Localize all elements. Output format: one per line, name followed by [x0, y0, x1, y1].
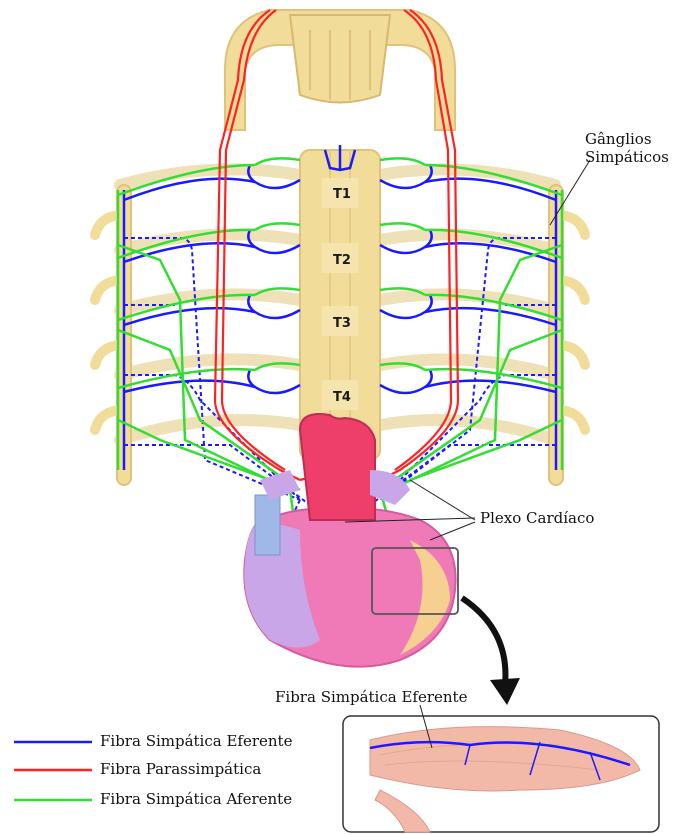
zoom-arrow — [462, 598, 520, 705]
legend-swatches — [14, 742, 92, 800]
legend-label-parasympathetic: Fibra Parassimpática — [100, 760, 261, 778]
legend-label-efferent: Fibra Simpática Eferente — [100, 732, 292, 750]
legend-label-afferent: Fibra Simpática Aferente — [100, 790, 292, 808]
segment-label-t4: T4 — [333, 390, 351, 405]
inset-panel — [343, 705, 659, 832]
segment-label-t1: T1 — [333, 187, 351, 202]
segment-label-t3: T3 — [333, 316, 351, 331]
ganglios-label-line2: Simpáticos — [585, 148, 669, 166]
segment-label-t2: T2 — [333, 253, 351, 268]
plexo-label: Plexo Cardíaco — [480, 509, 594, 527]
ganglios-label-line1: Gânglios — [585, 130, 652, 148]
inset-efferent-label: Fibra Simpática Eferente — [275, 688, 467, 706]
